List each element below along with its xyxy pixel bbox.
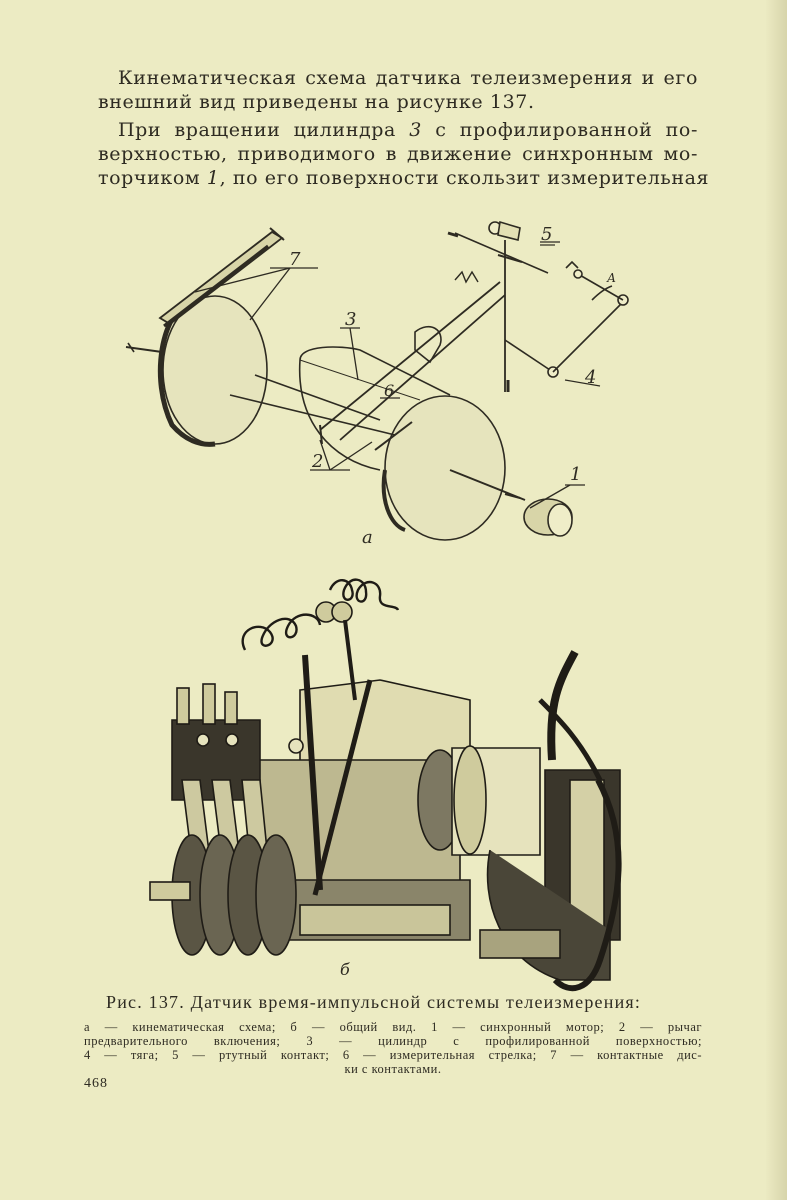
- motor-shaft-1: [449, 469, 573, 537]
- caption-body: а — кинематическая схема; б — общий вид.…: [84, 1020, 702, 1076]
- paragraph-1-line-2: внешний вид приведены на рисунке 137.: [98, 91, 535, 113]
- label-arrow-letter: А: [606, 271, 616, 285]
- paragraph-2-line-1-end: с профилированной по-: [421, 119, 698, 141]
- page-number: 468: [84, 1076, 108, 1091]
- part-number-1-ref: 1: [206, 167, 220, 189]
- paragraph-2-line-1-start: При вращении цилиндра: [118, 119, 410, 141]
- label-6: 6: [384, 381, 394, 400]
- label-5: 5: [541, 224, 552, 245]
- linkage-4: [504, 244, 629, 387]
- label-1: 1: [570, 464, 581, 485]
- paragraph-2-line-1: При вращении цилиндра 3 с профилированно…: [118, 118, 698, 142]
- kinematic-scheme: 7 3 6 2 1 5 4 А а: [125, 220, 629, 548]
- lever-2-and-arrow-6: [229, 281, 506, 451]
- paragraph-2-line-2: верхностью, приводимого в движение синхр…: [98, 143, 698, 165]
- contact-bar-7: [158, 227, 285, 328]
- profiled-cylinder-3: [298, 346, 506, 541]
- label-4: 4: [584, 367, 596, 388]
- body-text: Кинематическая схема датчика телеизмерен…: [98, 66, 709, 190]
- general-view-drawing: [149, 578, 622, 992]
- caption-line-1: а — кинематическая схема; б — общий вид.…: [84, 1020, 702, 1034]
- caption-line-3: 4 — тяга; 5 — ртутный контакт; 6 — измер…: [84, 1048, 702, 1062]
- paragraph-1: Кинематическая схема датчика телеизмерен…: [98, 66, 698, 114]
- paragraph-2: При вращении цилиндра 3 с профилированно…: [98, 118, 709, 190]
- paragraph-1-line-1: Кинематическая схема датчика телеизмерен…: [118, 67, 698, 89]
- label-3: 3: [345, 309, 356, 330]
- caption-line-4: ки с контактами.: [344, 1062, 442, 1076]
- label-7: 7: [289, 249, 301, 270]
- paragraph-2-line-3: торчиком 1, по его поверхности скользит …: [98, 166, 709, 190]
- label-2: 2: [311, 451, 323, 472]
- paragraph-2-line-3-start: торчиком: [98, 167, 207, 189]
- contact-disc-left: [125, 295, 268, 447]
- mercury-contact-5: [447, 220, 549, 392]
- label-leaders: [194, 241, 585, 509]
- caption-title: Рис. 137. Датчик время-импульсной систем…: [106, 992, 642, 1012]
- part-number-3-ref: 3: [409, 119, 422, 141]
- sublabel-a: а: [362, 527, 373, 548]
- caption-line-2: предварительного включения; 3 — цилиндр …: [84, 1034, 702, 1048]
- paragraph-2-line-3-end: , по его поверхности скользит измеритель…: [219, 167, 710, 189]
- sublabel-b: б: [340, 960, 350, 979]
- page-edge-shadow: [765, 0, 787, 1200]
